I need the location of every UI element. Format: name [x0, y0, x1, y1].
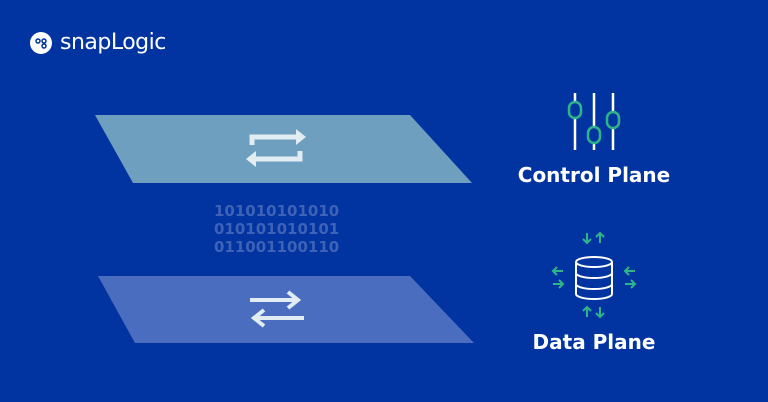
- binary-line: 101010101010: [214, 202, 340, 220]
- logo-wordmark: snapLogic: [60, 30, 166, 55]
- control-plane-label: Control Plane: [517, 163, 671, 187]
- binary-data-stream: 101010101010 010101010101 011001100110: [214, 202, 339, 256]
- database-arrows-icon: [551, 231, 637, 319]
- control-plane-layer: [95, 115, 472, 183]
- logo-mark-icon: [30, 32, 52, 54]
- binary-line: 011001100110: [214, 238, 340, 256]
- binary-line: 010101010101: [214, 220, 340, 238]
- data-plane-layer: [98, 276, 474, 343]
- sync-icon: [246, 129, 306, 167]
- data-plane-label: Data Plane: [532, 330, 656, 354]
- transfer-arrows-icon: [250, 290, 304, 328]
- sliders-icon: [567, 93, 621, 150]
- snaplogic-logo: snapLogic: [30, 32, 166, 54]
